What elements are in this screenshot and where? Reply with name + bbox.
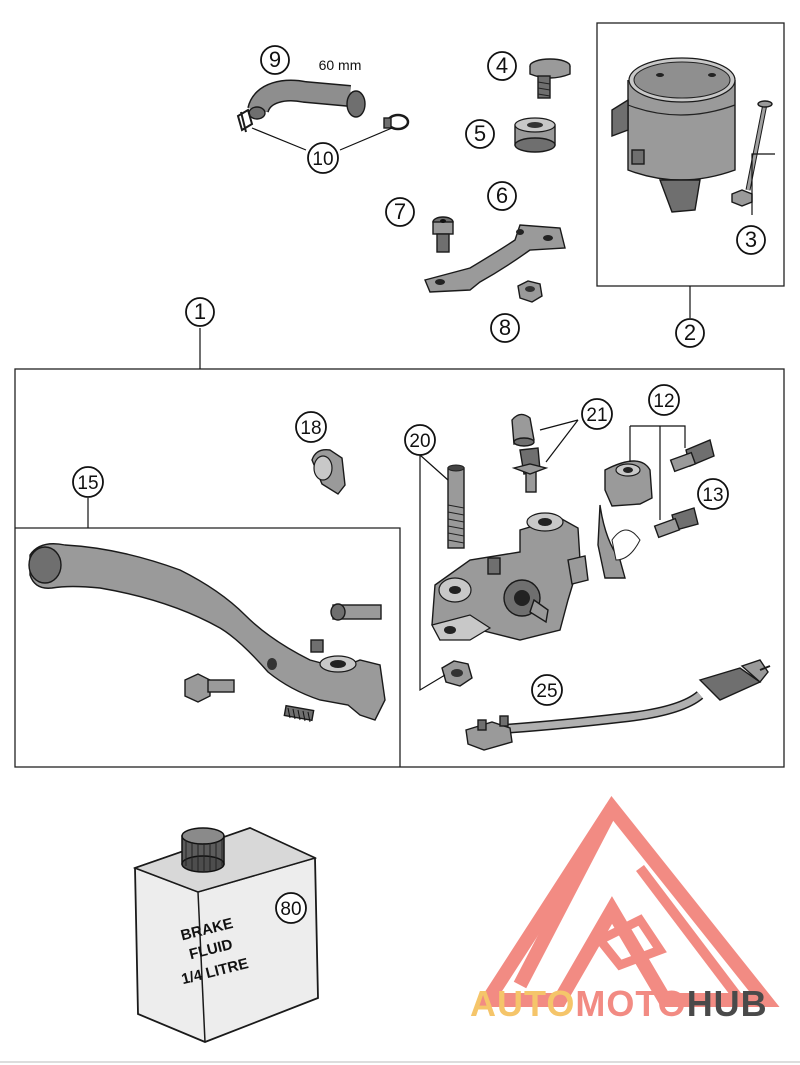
callout-label: 18 [300,418,321,439]
callout-label: 13 [702,485,723,506]
callout-9: 9 [260,45,290,75]
callout-circle [307,142,339,174]
adjuster-pushrod [447,464,465,549]
callout-circle [648,384,680,416]
watermark-auto: AUTO [470,983,575,1024]
callout-circle [465,119,495,149]
bracket-nut [517,280,543,303]
callout-circle [385,197,415,227]
callout-13: 13 [697,478,729,510]
callout-label: 2 [684,320,696,345]
hose-length-label: 60 mm [319,57,362,73]
lever-pivot-bolt [184,673,235,703]
svg-text:AUTOMOTOHUB: AUTOMOTOHUB [470,983,768,1024]
callout-25: 25 [531,674,563,706]
callout-circle [72,466,104,498]
callout-7: 7 [385,197,415,227]
callout-label: 25 [536,681,557,702]
leader-12a [630,425,686,448]
lever-frame [15,527,401,767]
callout-label: 80 [280,899,301,920]
watermark-logo [475,796,780,1007]
callout-circle [581,398,613,430]
callout-label: 5 [474,121,486,146]
lever-adjuster-pin [310,603,382,653]
callout-circle [697,478,729,510]
clamp-bolt-lower [653,507,699,539]
watermark-moto: MOTO [575,983,686,1024]
reservoir-nut [731,189,753,207]
callout-circle [490,313,520,343]
brake-hose [247,79,366,120]
leader-20b [419,540,446,692]
callout-circle [404,424,436,456]
callout-circle [295,411,327,443]
hose-clamp-right [383,113,410,131]
callout-circle [260,45,290,75]
callout-circle [275,892,307,924]
reservoir-cap-screw [529,58,571,99]
callout-label: 7 [394,199,406,224]
adjuster-nut [441,660,473,687]
callout-label: 4 [496,53,508,78]
leader-10b [339,127,393,151]
callout-80: 80 [275,892,307,924]
callout-label: 20 [409,431,430,452]
callout-3: 3 [736,225,766,255]
reservoir-screw [745,100,773,191]
callout-circle [487,181,517,211]
bleed-screw-cap [511,413,535,447]
watermark-text: AUTOMOTOHUB [470,983,768,1024]
callout-circle [675,318,705,348]
callout-label: 8 [499,315,511,340]
callout-label: 6 [496,183,508,208]
lever-spring [283,704,315,723]
callout-label: 1 [194,299,206,324]
leader-10a [251,127,307,151]
reservoir-bracket [424,224,566,293]
leader-21a [539,419,579,431]
callout-12: 12 [648,384,680,416]
bracket-bolt [432,216,454,253]
callout-4: 4 [487,51,517,81]
callout-10: 10 [307,142,339,174]
lever-dust-cap [311,449,346,495]
callout-20: 20 [404,424,436,456]
callout-21: 21 [581,398,613,430]
callout-circle [736,225,766,255]
callout-2: 2 [675,318,705,348]
brake-fluid-reservoir [611,57,736,213]
callout-label: 10 [312,149,333,170]
callout-label: 3 [745,227,757,252]
callout-label: 9 [269,47,281,72]
callout-15: 15 [72,466,104,498]
callout-5: 5 [465,119,495,149]
callout-circle [531,674,563,706]
callout-8: 8 [490,313,520,343]
callout-circle [487,51,517,81]
brake-fluid-bottle: BRAKE FLUID 1/4 LITRE [132,827,319,1043]
watermark-hub: HUB [687,983,768,1024]
callout-1: 1 [185,297,215,327]
callout-18: 18 [295,411,327,443]
brake-light-switch [465,659,771,751]
callout-circle [185,297,215,327]
callout-6: 6 [487,181,517,211]
callout-label: 15 [77,473,98,494]
callout-label: 21 [586,405,607,426]
leader-3 [751,153,775,215]
clamp-bolt-upper [669,439,715,473]
rubber-grommet [514,117,556,153]
handlebar-clamp [597,460,653,579]
leader-20 [419,453,449,540]
hose-clamp-left [236,108,254,133]
leader-21b [545,419,579,463]
bleed-screw [511,447,549,493]
callout-label: 12 [653,391,674,412]
brake-lever [28,543,386,721]
master-cylinder-body [431,512,589,641]
